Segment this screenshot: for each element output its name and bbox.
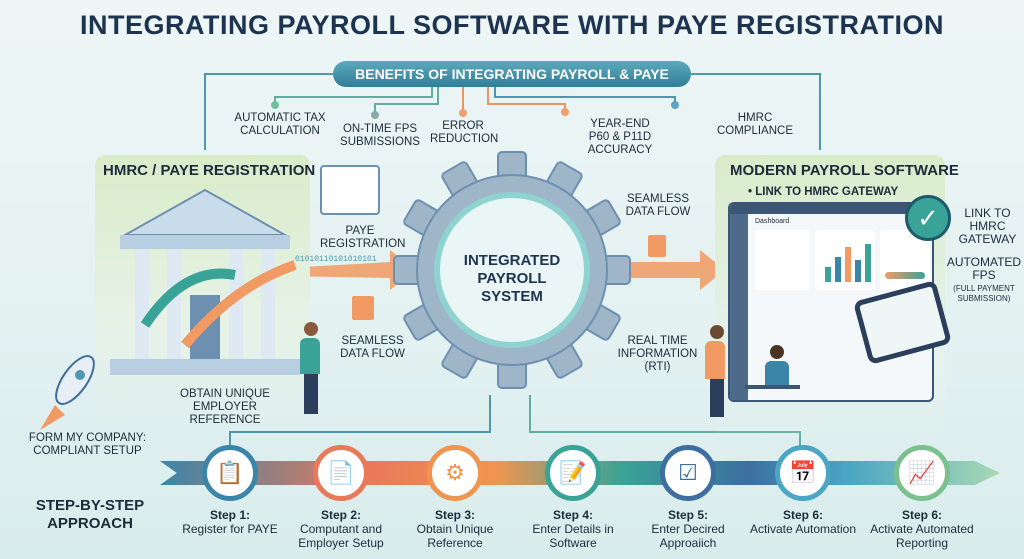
benefit-hmrc-compliance: HMRC COMPLIANCE (716, 112, 794, 137)
step-7-circle: 📈 (894, 445, 950, 501)
dashboard-window: Dashboard (728, 202, 934, 402)
step-4-label: Step 4:Enter Details in Software (513, 508, 633, 550)
clipboard-icon: 📋 (216, 460, 244, 485)
seamless-data-flow-left: SEAMLESS DATA FLOW (340, 335, 405, 360)
rti-label: REAL TIME INFORMATION (RTI) (617, 335, 698, 373)
benefits-heading: BENEFITS OF INTEGRATING PAYROLL & PAYE (333, 61, 691, 87)
registration-form-icon (320, 165, 380, 215)
obtain-reference-label: OBTAIN UNIQUE EMPLOYER REFERENCE (180, 388, 270, 426)
document-icon (648, 235, 666, 257)
step-3-circle: ⚙ (427, 445, 483, 501)
software-panel-title: MODERN PAYROLL SOFTWARE (730, 162, 959, 179)
document-check-icon: 📄 (327, 460, 355, 485)
checkmark-icon: ✓ (905, 195, 951, 241)
connector-right (691, 73, 821, 150)
step-number: Step 2: (320, 508, 361, 522)
step-number: Step 4: (552, 508, 593, 522)
automated-fps-label: AUTOMATED FPS (946, 255, 1022, 282)
hmrc-panel-title: HMRC / PAYE REGISTRATION (103, 162, 316, 179)
step-3-label: Step 3:Obtain Unique Reference (395, 508, 515, 550)
calendar-check-icon: 📅 (789, 460, 817, 485)
benefit-dot (459, 109, 467, 117)
step-6-label: Step 6:Activate Automation (743, 508, 863, 536)
benefit-fps: ON-TIME FPS SUBMISSIONS (340, 123, 420, 148)
step-5-label: Step 5:Enter Decired Approaiich (628, 508, 748, 550)
benefit-error-reduction: ERROR REDUCTION (430, 120, 499, 145)
step-2-circle: 📄 (313, 445, 369, 501)
benefit-dot (561, 108, 569, 116)
binary-stream: 01010110101010101 (295, 255, 377, 264)
step-text: Computant and Employer Setup (298, 522, 384, 550)
bar-chart-card (815, 230, 875, 290)
dashboard-label: Dashboard (755, 218, 790, 225)
profile-card (755, 230, 810, 290)
chart-growth-icon: 📈 (908, 460, 936, 485)
form-my-company-label: FORM MY COMPANY: COMPLIANT SETUP (28, 432, 147, 457)
person-standing-icon (705, 325, 729, 420)
fps-subtitle: (FULL PAYMENT SUBMISSION) (953, 284, 1015, 303)
benefit-automatic-tax: AUTOMATIC TAX CALCULATION (234, 112, 326, 137)
step-number: Step 5: (667, 508, 708, 522)
step-text: Obtain Unique Reference (416, 522, 494, 550)
integrated-payroll-label: INTEGRATED PAYROLL SYSTEM (463, 252, 561, 305)
step-text: Register for PAYE (182, 522, 278, 536)
document-icon (352, 296, 374, 320)
person-at-desk-icon (745, 345, 800, 420)
gateway-bullet-text: LINK TO HMRC GATEWAY (755, 186, 899, 198)
link-gateway-label: LINK TO HMRC GATEWAY (958, 206, 1017, 246)
steps-heading: STEP-BY-STEP APPROACH (35, 497, 145, 532)
step-1-circle: 📋 (202, 445, 258, 501)
step-number: Step 1: (209, 508, 250, 522)
step-text: Enter Decired Approaiich (651, 522, 725, 550)
step-text: Activate Automation (749, 522, 857, 536)
arrow-left-to-gear (285, 250, 415, 290)
gear-icon (393, 151, 631, 389)
arrow-gear-to-right (610, 250, 725, 290)
step-7-label: Step 6:Activate Automated Reporting (862, 508, 982, 550)
gateway-bullet: • LINK TO HMRC GATEWAY (748, 186, 899, 198)
government-building-icon (110, 188, 300, 375)
step-number: Step 6: (782, 508, 823, 522)
connector-left (204, 73, 333, 150)
checklist-icon: ☑ (678, 460, 698, 485)
step-number: Step 6: (901, 508, 942, 522)
step-1-label: Step 1:Register for PAYE (170, 508, 290, 536)
step-5-circle: ☑ (660, 445, 716, 501)
benefit-year-end: YEAR-END P60 & P11D ACCURACY (587, 118, 653, 156)
document-edit-icon: 📝 (559, 460, 587, 485)
seamless-data-flow-right: SEAMLESS DATA FLOW (625, 193, 691, 218)
page-title: INTEGRATING PAYROLL SOFTWARE WITH PAYE R… (79, 10, 945, 40)
person-with-laptop-icon (300, 322, 322, 417)
gear-icon: ⚙ (445, 460, 465, 485)
step-number: Step 3: (434, 508, 475, 522)
step-6-circle: 📅 (775, 445, 831, 501)
step-2-label: Step 2:Computant and Employer Setup (281, 508, 401, 550)
rocket-icon (40, 355, 95, 430)
step-4-circle: 📝 (545, 445, 601, 501)
benefit-dot (671, 101, 679, 109)
benefit-dot (271, 101, 279, 109)
paye-registration-label: PAYE REGISTRATION (320, 225, 406, 250)
benefit-dot (371, 111, 379, 119)
step-text: Activate Automated Reporting (870, 522, 974, 550)
step-text: Enter Details in Software (532, 522, 614, 550)
